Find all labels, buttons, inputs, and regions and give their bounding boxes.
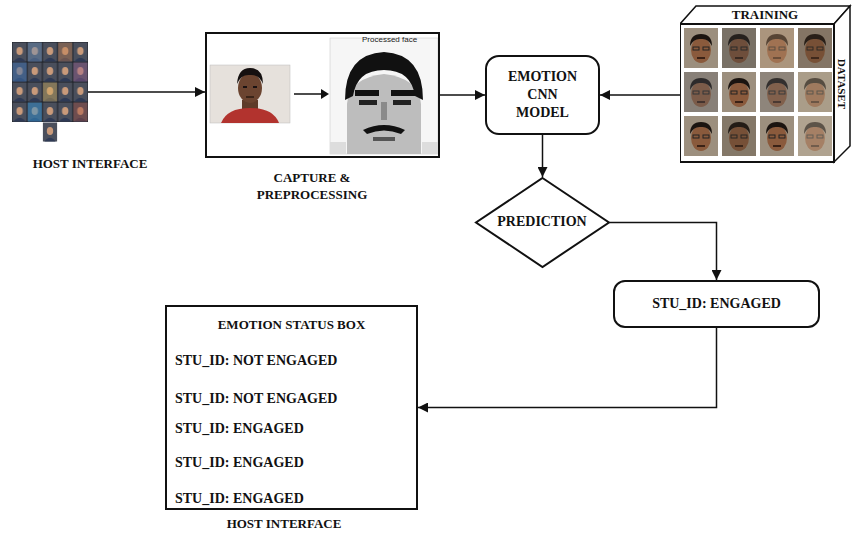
flow-arrow [418, 328, 717, 408]
node-caption: CAPTURE & PREPROCESSING [225, 170, 400, 204]
dataset-heading: TRAINING [696, 7, 834, 23]
flow-arrow [440, 94, 485, 96]
flow-arrow [600, 94, 680, 96]
flow-arrow [542, 135, 544, 177]
flow-arrow [88, 91, 205, 93]
video-call-collage [12, 42, 88, 142]
diamond-shape [476, 178, 609, 267]
status-row: STU_ID: NOT ENGAGED [175, 390, 337, 408]
node-caption: HOST INTERFACE [227, 516, 342, 533]
status-row: STU_ID: NOT ENGAGED [175, 352, 337, 370]
dataset-side-label: DATASET [836, 59, 848, 109]
status-row: STU_ID: ENGAGED [175, 454, 304, 472]
decision-label: PREDICTION [497, 213, 586, 231]
image-caption: Processed face [362, 35, 417, 45]
status-row: STU_ID: ENGAGED [175, 490, 304, 508]
decision-diamond: PREDICTION [475, 177, 610, 268]
processed-face [330, 38, 438, 154]
dataset-box [680, 4, 852, 164]
status-row: STU_ID: ENGAGED [175, 420, 304, 438]
result-box: STU_ID: ENGAGED [613, 280, 820, 328]
dataset-box: TRAINING DATASET [680, 4, 852, 164]
result-label: STU_ID: ENGAGED [652, 295, 781, 313]
capture-illustration [207, 34, 438, 156]
status-panel: EMOTION STATUS BOX STU_ID: NOT ENGAGED STU… [165, 305, 418, 510]
node-caption: HOST INTERFACE [33, 156, 148, 173]
process-box: EMOTION CNN MODEL [485, 55, 600, 135]
process-label: EMOTION CNN MODEL [506, 68, 580, 123]
panel-heading: EMOTION STATUS BOX [167, 317, 416, 334]
captured-photo [210, 65, 290, 123]
host-interface-thumbnail: HOST INTERFACE [12, 42, 88, 142]
capture-box: CAPTURE & PREPROCESSING [205, 32, 440, 158]
flow-arrow [610, 223, 717, 281]
